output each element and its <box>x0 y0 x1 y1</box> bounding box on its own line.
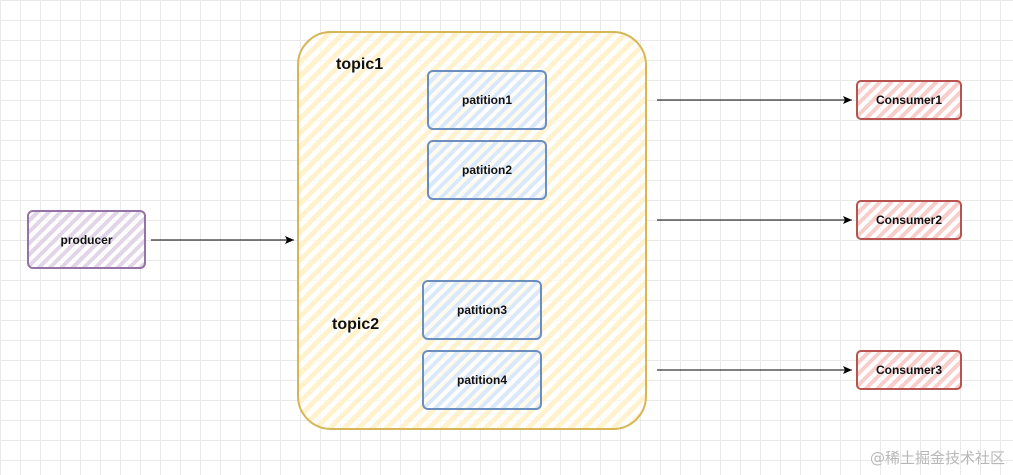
consumer3-label: Consumer3 <box>875 363 943 377</box>
topic1-label: topic1 <box>336 56 384 73</box>
partition3-node: patition3 <box>422 280 542 340</box>
producer-label: producer <box>60 232 113 247</box>
consumer3-node: Consumer3 <box>856 350 962 390</box>
partition2-node: patition2 <box>427 140 547 200</box>
topic2-label: topic2 <box>332 316 380 333</box>
partition4-label: patition4 <box>457 373 507 387</box>
consumer2-label: Consumer2 <box>875 213 943 227</box>
partition2-label: patition2 <box>462 163 512 177</box>
consumer1-label: Consumer1 <box>875 93 943 107</box>
consumer2-node: Consumer2 <box>856 200 962 240</box>
partition3-label: patition3 <box>457 303 507 317</box>
partition1-node: patition1 <box>427 70 547 130</box>
partition1-label: patition1 <box>462 93 512 107</box>
consumer1-node: Consumer1 <box>856 80 962 120</box>
producer-node: producer <box>27 210 146 269</box>
watermark: @稀土掘金技术社区 <box>869 449 1005 467</box>
partition4-node: patition4 <box>422 350 542 410</box>
